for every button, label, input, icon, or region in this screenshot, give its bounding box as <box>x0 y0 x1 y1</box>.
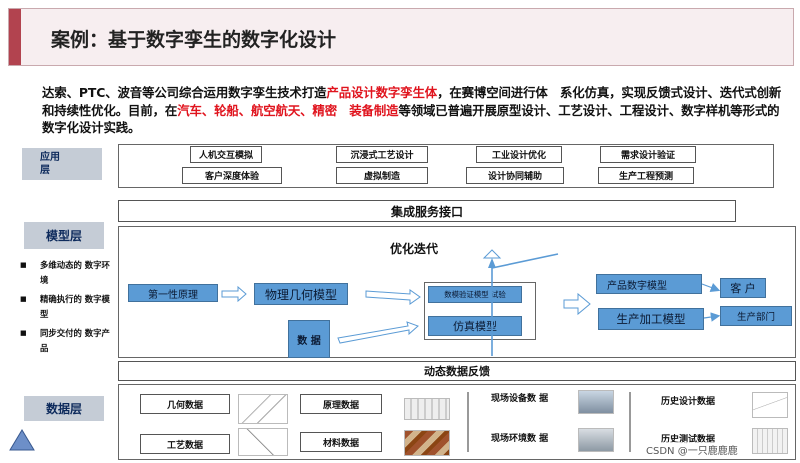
first-principle-box: 第一性原理 <box>128 284 218 302</box>
model-feature-list: 多维动态的 数字环境 精确执行的 数字模型 同步交付的 数字产品 <box>20 258 112 360</box>
data-layer-frame <box>118 384 796 460</box>
data-item: 历史设计数据 <box>642 390 734 410</box>
geometry-sketch-image <box>238 394 288 424</box>
to-customer-arrow <box>701 282 721 292</box>
design-history-image <box>752 392 788 418</box>
data-item: 材料数据 <box>300 432 382 452</box>
intro-highlight-1: 产品设计数字孪生体 <box>326 85 438 100</box>
optimization-iteration-heading: 优化迭代 <box>390 242 439 256</box>
environment-photo <box>578 428 614 452</box>
app-item: 设计协同辅助 <box>466 167 564 184</box>
intro-highlight-2: 汽车、轮船、航空航天、精密 装备制造 <box>177 102 399 118</box>
app-item: 需求设计验证 <box>600 146 696 163</box>
model-layer-frame <box>118 226 796 358</box>
app-layer-label: 应用 层 <box>22 148 102 180</box>
app-layer-frame <box>118 144 774 188</box>
data-box: 数 据 <box>288 320 330 358</box>
model-layer-label: 模型层 <box>24 222 104 249</box>
data-item: 几何数据 <box>140 394 230 414</box>
data-item: 现场设备数 据 <box>491 394 549 404</box>
craft-sketch-image <box>238 428 288 456</box>
app-item: 工业设计优化 <box>476 146 562 163</box>
integration-interface-bar: 集成服务接口 <box>118 200 736 222</box>
data-item: 原理数据 <box>300 394 382 414</box>
iteration-loop-arrow <box>491 253 559 356</box>
production-model-box: 生产加工模型 <box>598 308 704 330</box>
intro-text-3: 等领域已普遍开展原型设计、工艺设计、工程设计、数字样机等形式的数字化设计实践。 <box>42 102 780 136</box>
intro-text-1: 达索、PTC、波音等公司综合运用数字孪生技术打造 <box>42 85 327 100</box>
iteration-arrow-head <box>488 258 496 268</box>
model-feature-item: 同步交付的 数字产品 <box>20 326 112 356</box>
intro-paragraph: 达索、PTC、波音等公司综合运用数字孪生技术打造产品设计数字孪生体，在赛博空间进… <box>42 84 782 137</box>
test-history-image <box>752 428 788 454</box>
validation-group-frame <box>424 282 536 340</box>
production-department-box: 生产部门 <box>720 306 792 326</box>
materials-image <box>404 430 450 456</box>
equipment-photo <box>578 390 614 414</box>
app-item: 客户深度体验 <box>182 167 282 184</box>
to-production-arrow <box>703 312 721 322</box>
data-validation-box: 数模验证模型 试验 <box>428 286 522 303</box>
slide-title: 案例：基于数字孪生的数字化设计 <box>51 29 337 51</box>
data-layer-label: 数据层 <box>24 396 104 421</box>
model-feature-item: 精确执行的 数字模型 <box>20 292 112 322</box>
data-item: 现场环境数 据 <box>491 434 549 444</box>
data-item: 工艺数据 <box>140 434 230 454</box>
physical-geometry-model-box: 物理几何模型 <box>254 283 348 305</box>
app-item: 沉浸式工艺设计 <box>336 146 428 163</box>
product-digital-model-box: 产品数字模型 <box>596 274 702 294</box>
logo-triangle-icon <box>9 429 35 451</box>
model-feature-item: 多维动态的 数字环境 <box>20 258 112 288</box>
app-item: 人机交互模拟 <box>190 146 262 163</box>
iteration-arrow-head <box>482 249 502 259</box>
flow-arrow <box>221 285 591 344</box>
watermark-text: CSDN @一只鹿鹿鹿 <box>646 442 738 457</box>
intro-text-2: ，在赛博空间进行体 系化仿真，实现反馈式设计、迭代式创新和持续性优化。目前，在 <box>42 85 782 118</box>
dynamic-feedback-bar: 动态数据反馈 <box>118 361 796 381</box>
app-item: 虚拟制造 <box>336 167 428 184</box>
customer-box: 客 户 <box>720 278 766 298</box>
principle-chart-image <box>404 398 450 420</box>
title-banner: 案例：基于数字孪生的数字化设计 <box>8 8 794 66</box>
app-item: 生产工程预测 <box>598 167 694 184</box>
title-accent-bar <box>9 9 21 65</box>
simulation-model-box: 仿真模型 <box>428 316 522 336</box>
